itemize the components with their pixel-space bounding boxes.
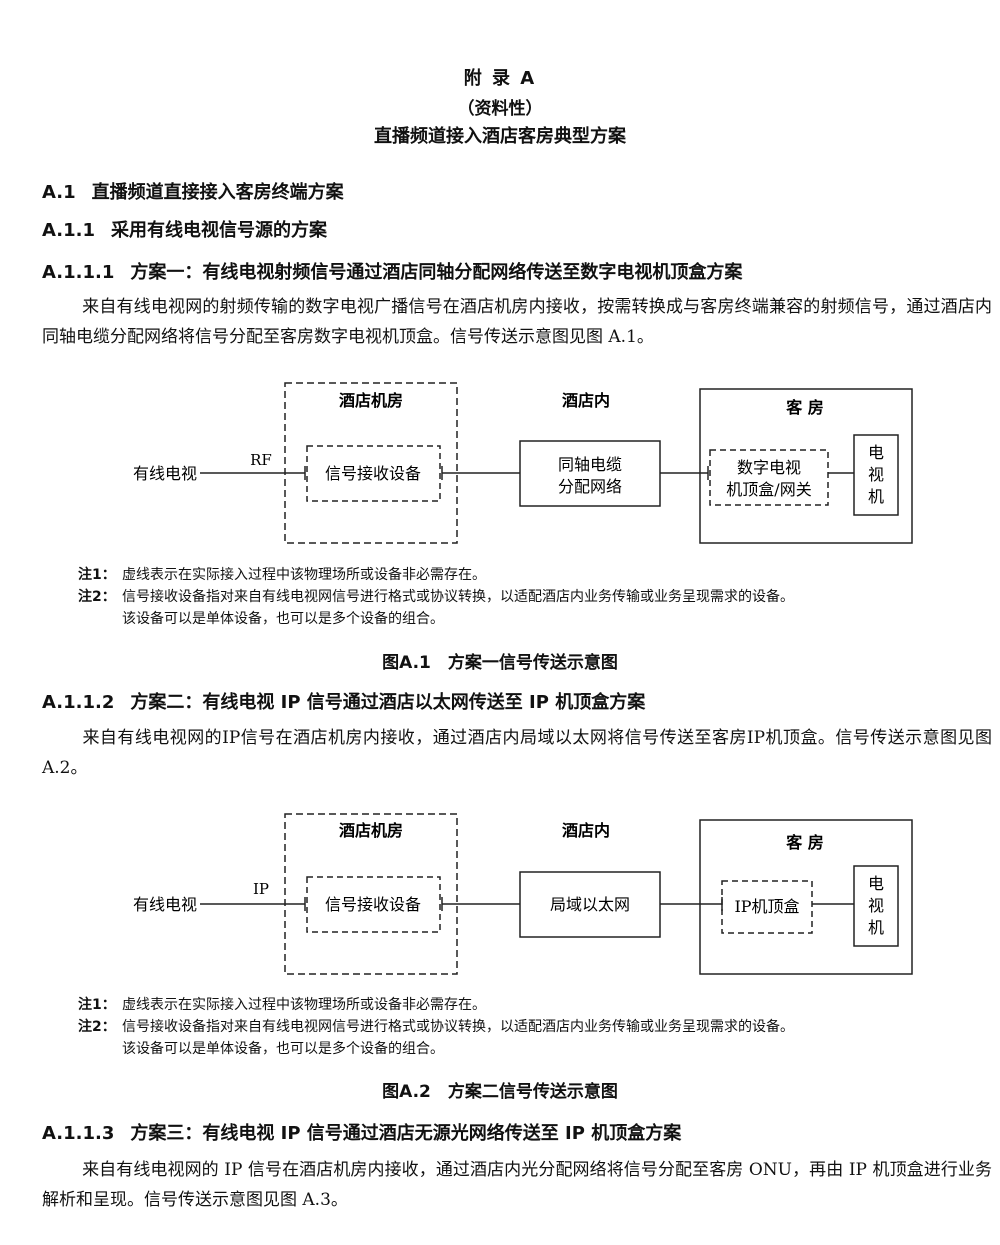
guest-room-box (699, 819, 913, 975)
machine-room-label: 酒店机房 (339, 821, 403, 840)
section-number: A.1.1.3 (42, 1123, 115, 1144)
note-text: 该设备可以是单体设备，也可以是多个设备的组合。 (122, 611, 444, 627)
stb-box (709, 449, 829, 506)
paragraph-text: 来自有线电视网的IP信号在酒店机房内接收，通过酒店内局域以太网将信号传送至客房I… (42, 728, 992, 778)
source-label: 有线电视 (133, 895, 197, 914)
section-a11: A.1.1 采用有线电视信号源的方案 (42, 216, 327, 242)
section-title: 采用有线电视信号源的方案 (111, 220, 327, 241)
paragraph-text: 来自有线电视网的 IP 信号在酒店机房内接收，通过酒店内光分配网络将信号分配至客… (42, 1160, 992, 1210)
coax-network-label-line2: 分配网络 (558, 477, 622, 496)
note-2: 注2： 信号接收设备指对来自有线电视网信号进行格式或协议转换，以适配酒店内业务传输… (78, 586, 1000, 630)
machine-room-label: 酒店机房 (339, 391, 403, 410)
appendix-label: 附 录 A (463, 68, 537, 89)
guest-room-box (699, 388, 913, 544)
section-title: 方案一：有线电视射频信号通过酒店同轴分配网络传送至数字电视机顶盒方案 (130, 262, 743, 283)
note-1: 注1： 虚线表示在实际接入过程中该物理场所或设备非必需存在。 (78, 564, 1000, 586)
ethernet-label: 局域以太网 (550, 895, 630, 914)
signal-type-label: RF (250, 451, 272, 469)
note-2: 注2： 信号接收设备指对来自有线电视网信号进行格式或协议转换，以适配酒店内业务传输… (78, 1016, 1000, 1060)
coax-network-label-line1: 同轴电缆 (558, 455, 622, 474)
tv-box (853, 434, 899, 516)
note-label: 注2： (78, 1019, 116, 1035)
note-label: 注2： (78, 589, 116, 605)
paragraph-1: 来自有线电视网的射频传输的数字电视广播信号在酒店机房内接收，按需转换成与客房终端… (42, 292, 992, 352)
note-text: 虚线表示在实际接入过程中该物理场所或设备非必需存在。 (122, 567, 486, 583)
section-a113: A.1.1.3 方案三：有线电视 IP 信号通过酒店无源光网络传送至 IP 机顶盒… (42, 1119, 681, 1145)
figure-a2-notes: 注1： 虚线表示在实际接入过程中该物理场所或设备非必需存在。 注2： 信号接收设备指… (78, 994, 1000, 1060)
note-text: 虚线表示在实际接入过程中该物理场所或设备非必需存在。 (122, 997, 486, 1013)
note-1: 注1： 虚线表示在实际接入过程中该物理场所或设备非必需存在。 (78, 994, 1000, 1016)
section-a1: A.1 直播频道直接接入客房终端方案 (42, 178, 344, 204)
machine-room-boundary (284, 813, 458, 975)
paragraph-3: 来自有线电视网的 IP 信号在酒店机房内接收，通过酒店内光分配网络将信号分配至客… (42, 1155, 992, 1215)
hotel-inside-label: 酒店内 (562, 391, 610, 410)
ip-stb-box (721, 880, 813, 934)
figure-a1-diagram: 酒店机房 信号接收设备 有线电视 RF 酒店内 同轴电缆 分配网络 客 房 数字… (133, 382, 913, 544)
machine-room-boundary (284, 382, 458, 544)
stb-label-line2: 机顶盒/网关 (726, 480, 811, 499)
section-number: A.1.1 (42, 220, 95, 241)
tv-label-char: 电 (868, 443, 884, 462)
section-title: 方案三：有线电视 IP 信号通过酒店无源光网络传送至 IP 机顶盒方案 (130, 1123, 682, 1144)
receiver-label: 信号接收设备 (325, 464, 421, 483)
tv-label-char: 视 (868, 465, 884, 484)
section-number: A.1 (42, 182, 76, 203)
appendix-title: 直播频道接入酒店客房典型方案 (374, 126, 626, 147)
tv-label-char: 电 (868, 874, 884, 893)
ip-stb-label: IP机顶盒 (734, 897, 799, 916)
paragraph-text: 来自有线电视网的射频传输的数字电视广播信号在酒店机房内接收，按需转换成与客房终端… (42, 297, 992, 347)
note-text: 信号接收设备指对来自有线电视网信号进行格式或协议转换，以适配酒店内业务传输或业务… (122, 589, 794, 605)
receiver-box (306, 445, 441, 502)
receiver-box (306, 876, 441, 933)
paragraph-2: 来自有线电视网的IP信号在酒店机房内接收，通过酒店内局域以太网将信号传送至客房I… (42, 723, 992, 783)
section-a112: A.1.1.2 方案二：有线电视 IP 信号通过酒店以太网传送至 IP 机顶盒方案 (42, 688, 645, 714)
note-text: 该设备可以是单体设备，也可以是多个设备的组合。 (122, 1041, 444, 1057)
receiver-label: 信号接收设备 (325, 895, 421, 914)
guest-room-label: 客 房 (786, 833, 824, 852)
section-title: 直播频道直接接入客房终端方案 (91, 182, 344, 203)
signal-type-label: IP (253, 880, 269, 898)
figure-a1-notes: 注1： 虚线表示在实际接入过程中该物理场所或设备非必需存在。 注2： 信号接收设备指… (78, 564, 1000, 630)
stb-label-line1: 数字电视 (737, 458, 801, 477)
tv-label-char: 视 (868, 896, 884, 915)
note-label: 注1： (78, 997, 116, 1013)
guest-room-label: 客 房 (786, 398, 824, 417)
figure-a2-caption: 图A.2 方案二信号传送示意图 (382, 1082, 618, 1102)
note-label: 注1： (78, 567, 116, 583)
source-label: 有线电视 (133, 464, 197, 483)
tv-box (853, 865, 899, 947)
tv-label-char: 机 (868, 918, 884, 937)
section-a111: A.1.1.1 方案一：有线电视射频信号通过酒店同轴分配网络传送至数字电视机顶盒方… (42, 258, 742, 284)
figure-a2-diagram: 酒店机房 信号接收设备 有线电视 IP 酒店内 局域以太网 客 房 IP机顶盒 … (133, 813, 913, 975)
section-number: A.1.1.1 (42, 262, 115, 283)
tv-label-char: 机 (868, 487, 884, 506)
figure-a1-caption: 图A.1 方案一信号传送示意图 (382, 653, 618, 673)
appendix-nature: （资料性） (457, 99, 543, 119)
section-title: 方案二：有线电视 IP 信号通过酒店以太网传送至 IP 机顶盒方案 (130, 692, 646, 713)
section-number: A.1.1.2 (42, 692, 115, 713)
hotel-inside-label: 酒店内 (562, 821, 610, 840)
note-text: 信号接收设备指对来自有线电视网信号进行格式或协议转换，以适配酒店内业务传输或业务… (122, 1019, 794, 1035)
